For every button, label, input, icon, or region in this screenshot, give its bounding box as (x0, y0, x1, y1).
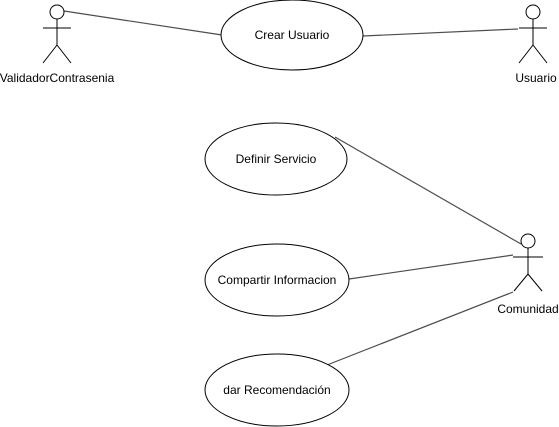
association-comunidad-dar-recomendacion (326, 291, 514, 366)
usecase-ellipse (204, 243, 350, 317)
usecase-label: Crear Usuario (255, 28, 330, 42)
association-comunidad-compartir-informacion (348, 254, 514, 280)
usecase-label: Compartir Informacion (218, 273, 337, 287)
actor-comunidad[interactable]: Comunidad (497, 233, 559, 316)
stick-figure-icon (518, 4, 548, 64)
association-comunidad-definir-servicio (334, 136, 522, 245)
usecase-dar-recomendacion[interactable]: dar Recomendación (204, 353, 350, 427)
actor-label: Usuario (515, 71, 557, 85)
usecase-label: Definir Servicio (236, 152, 317, 166)
usecase-ellipse (220, 0, 364, 71)
actor-validador-contrasenia[interactable]: ValidadorContrasenia (0, 4, 115, 85)
usecase-ellipse (204, 353, 350, 427)
actor-label: Comunidad (497, 302, 558, 316)
stick-figure-icon (42, 4, 72, 64)
actor-usuario[interactable]: Usuario (515, 4, 557, 85)
usecase-crear-usuario[interactable]: Crear Usuario (220, 0, 364, 71)
usecase-definir-servicio[interactable]: Definir Servicio (204, 122, 348, 196)
usecase-compartir-informacion[interactable]: Compartir Informacion (204, 243, 350, 317)
association-validador-crear-usuario (63, 10, 223, 36)
usecase-ellipse (204, 122, 348, 196)
actor-label: ValidadorContrasenia (0, 71, 115, 85)
association-usuario-crear-usuario (362, 28, 519, 37)
stick-figure-icon (513, 233, 543, 292)
usecase-label: dar Recomendación (223, 383, 330, 397)
